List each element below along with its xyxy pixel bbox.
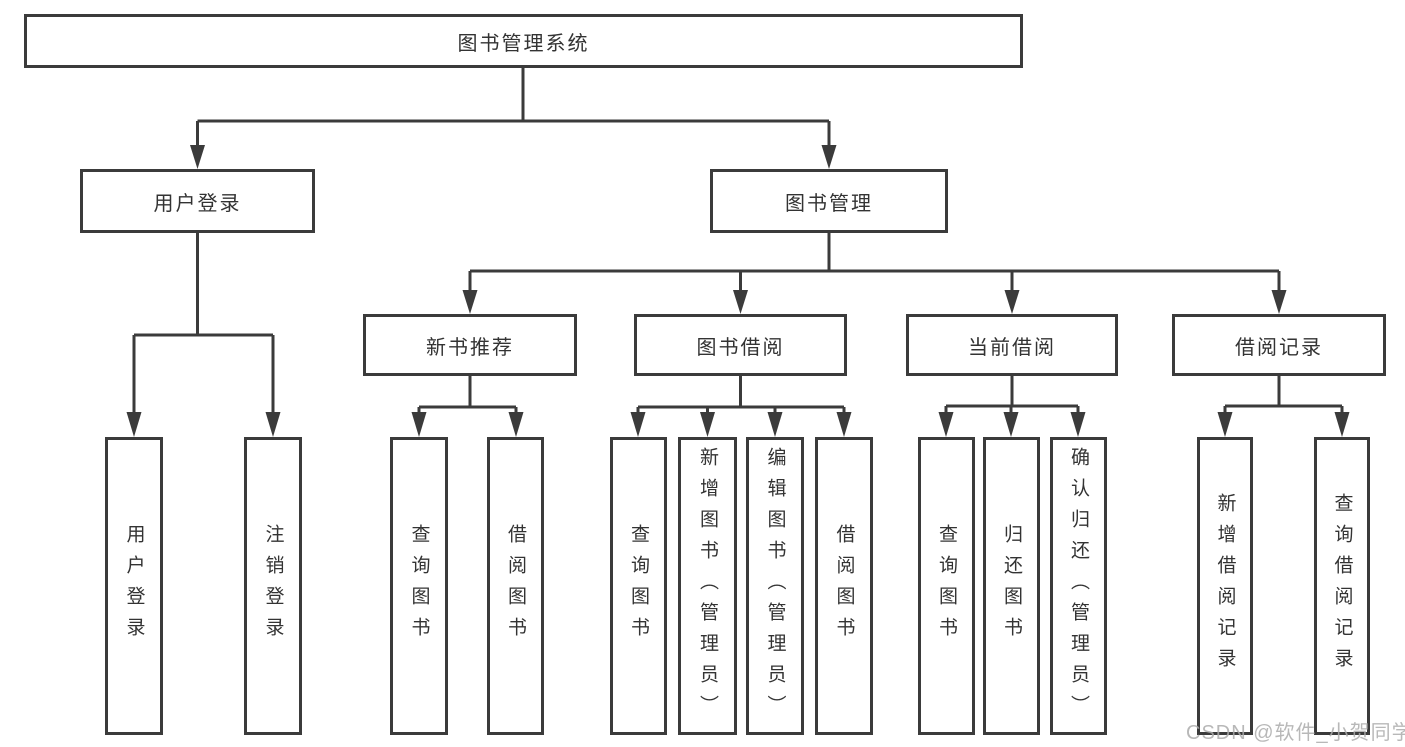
- arrowheads: [126, 145, 1350, 437]
- connector-root: [196, 68, 831, 145]
- node-root-label: 图书管理系统: [457, 32, 590, 55]
- leaf-return-books: 归还图书: [983, 437, 1040, 735]
- node-new-book-recommend-label: 新书推荐: [426, 336, 514, 359]
- leaf-query-books-current-label: 查询图书: [936, 524, 957, 648]
- leaf-user-login-label: 用户登录: [123, 524, 145, 648]
- node-borrow-records: 借阅记录: [1172, 314, 1386, 376]
- node-book-borrow: 图书借阅: [634, 314, 847, 376]
- leaf-edit-book-admin-label: 编辑图书（管理员）: [764, 446, 786, 726]
- node-borrow-records-label: 借阅记录: [1235, 336, 1323, 359]
- node-book-borrow-label: 图书借阅: [696, 336, 785, 359]
- leaf-query-books-borrow: 查询图书: [610, 437, 667, 735]
- connector-new-book-recommend: [417, 376, 518, 412]
- leaf-query-books-recommend: 查询图书: [390, 437, 448, 735]
- leaf-query-books-recommend-label: 查询图书: [408, 524, 430, 648]
- connector-borrow-records: [1223, 376, 1344, 412]
- leaf-return-books-label: 归还图书: [1001, 524, 1022, 648]
- leaf-confirm-return-admin-label: 确认归还（管理员）: [1068, 446, 1089, 726]
- leaf-logout-label: 注销登录: [262, 524, 284, 648]
- leaf-add-book-admin: 新增图书（管理员）: [678, 437, 737, 735]
- connector-book-borrow: [636, 376, 846, 412]
- leaf-borrow-books-label: 借阅图书: [833, 524, 855, 648]
- leaf-add-book-admin-label: 新增图书（管理员）: [697, 446, 718, 726]
- leaf-add-borrow-record-label: 新增借阅记录: [1214, 493, 1236, 679]
- leaf-logout: 注销登录: [244, 437, 302, 735]
- connector-user-login: [132, 233, 275, 412]
- leaf-confirm-return-admin: 确认归还（管理员）: [1050, 437, 1107, 735]
- leaf-borrow-books-recommend: 借阅图书: [487, 437, 544, 735]
- node-root: 图书管理系统: [24, 14, 1023, 68]
- node-user-login-label: 用户登录: [153, 192, 242, 215]
- leaf-query-borrow-record: 查询借阅记录: [1314, 437, 1370, 735]
- connector-current-borrow: [944, 376, 1080, 412]
- leaf-edit-book-admin: 编辑图书（管理员）: [746, 437, 804, 735]
- leaf-query-borrow-record-label: 查询借阅记录: [1331, 493, 1353, 679]
- leaf-borrow-books-recommend-label: 借阅图书: [505, 524, 526, 648]
- watermark: CSDN @软件_小贺同学: [1186, 722, 1405, 744]
- node-user-login: 用户登录: [80, 169, 315, 233]
- leaf-query-books-current: 查询图书: [918, 437, 975, 735]
- node-book-management: 图书管理: [710, 169, 948, 233]
- connector-book-management: [468, 233, 1281, 290]
- leaf-user-login: 用户登录: [105, 437, 163, 735]
- leaf-add-borrow-record: 新增借阅记录: [1197, 437, 1253, 735]
- node-current-borrow-label: 当前借阅: [968, 336, 1056, 359]
- node-new-book-recommend: 新书推荐: [363, 314, 577, 376]
- leaf-query-books-borrow-label: 查询图书: [628, 524, 649, 648]
- node-book-management-label: 图书管理: [785, 192, 873, 215]
- leaf-borrow-books: 借阅图书: [815, 437, 873, 735]
- node-current-borrow: 当前借阅: [906, 314, 1118, 376]
